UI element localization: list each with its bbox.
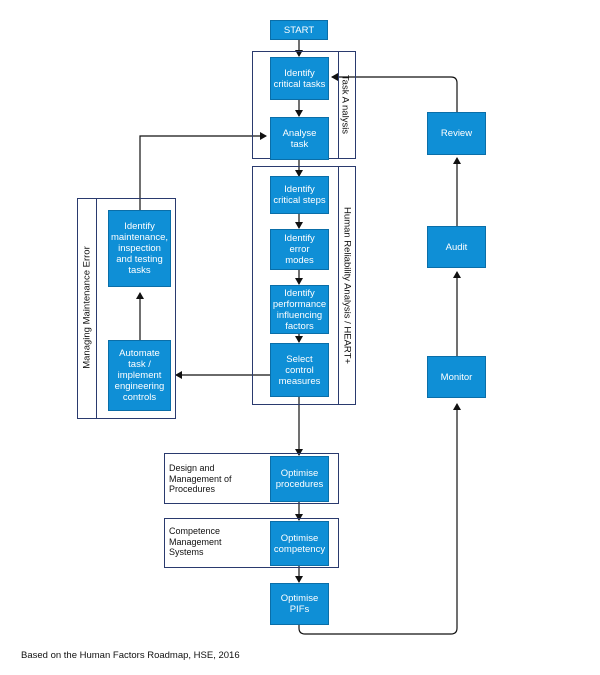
group-design-management-procedures-label: Design and Management of Procedures — [169, 463, 232, 494]
group-task-analysis-divider — [338, 51, 340, 159]
optimise-pifs-node: Optimise PIFs — [270, 583, 329, 625]
audit-node: Audit — [427, 226, 486, 268]
arrow-pifs-to-monitor — [298, 403, 461, 635]
arrow-maintenance-to-analyse — [139, 132, 267, 210]
monitor-node: Monitor — [427, 356, 486, 398]
automate-task-node: Automate task / implement engineering co… — [108, 340, 171, 411]
group-competence-management-label: Competence Management Systems — [169, 526, 222, 557]
group-competence-management — [164, 518, 339, 568]
start-node: START — [270, 20, 328, 40]
source-caption: Based on the Human Factors Roadmap, HSE,… — [21, 650, 240, 661]
identify-critical-steps-node: Identify critical steps — [270, 176, 329, 214]
review-node: Review — [427, 112, 486, 155]
group-human-reliability-label: Human Reliability Analysis / HEART+ — [341, 207, 353, 364]
analyse-task-node: Analyse task — [270, 117, 329, 160]
identify-critical-tasks-node: Identify critical tasks — [270, 57, 329, 100]
group-managing-maintenance-error-label: Managing Maintenance Error — [81, 246, 93, 369]
group-task-analysis-label: Task A nalysis — [339, 74, 351, 135]
group-human-reliability-divider — [338, 166, 340, 405]
optimise-competency-node: Optimise competency — [270, 521, 329, 566]
arrow-review-to-critical-tasks — [331, 73, 458, 112]
group-managing-maintenance-error-divider — [96, 198, 98, 419]
identify-pifs-node: Identify performance influencing factors — [270, 285, 329, 334]
select-control-measures-node: Select control measures — [270, 343, 329, 397]
identify-maintenance-tasks-node: Identify maintenance, inspection and tes… — [108, 210, 171, 287]
optimise-procedures-node: Optimise procedures — [270, 456, 329, 502]
group-human-reliability — [252, 166, 356, 405]
group-managing-maintenance-error — [77, 198, 176, 419]
group-design-management-procedures — [164, 453, 339, 504]
identify-error-modes-node: Identify error modes — [270, 229, 329, 270]
